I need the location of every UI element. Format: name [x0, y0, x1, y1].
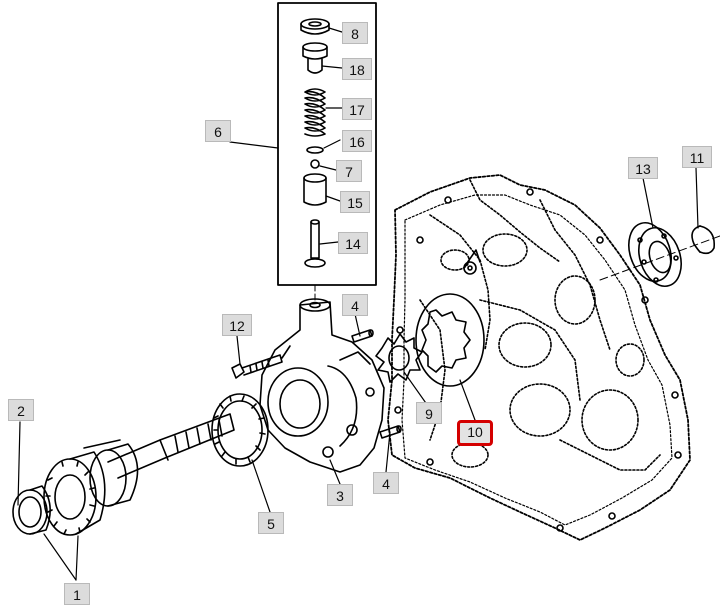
outer-rotor-10: [415, 293, 485, 387]
leader-lines: [17, 27, 699, 581]
transmission-housing: [387, 174, 691, 541]
dowel-pin-lower: [379, 425, 402, 439]
callout-14[interactable]: 14: [338, 232, 368, 254]
callout-18[interactable]: 18: [342, 58, 372, 80]
bushing-2: [12, 485, 51, 535]
valve-assembly-frame: [277, 2, 377, 286]
callout-9[interactable]: 9: [416, 402, 442, 424]
callout-16[interactable]: 16: [342, 130, 372, 152]
callout-1[interactable]: 1: [64, 583, 90, 605]
callout-11[interactable]: 11: [682, 146, 712, 168]
dowel-pin-upper: [351, 329, 374, 343]
callout-15[interactable]: 15: [340, 191, 370, 213]
inner-rotor-9: [375, 333, 423, 383]
snap-ring-11: [691, 225, 716, 255]
callout-5[interactable]: 5: [258, 512, 284, 534]
callout-13[interactable]: 13: [628, 157, 658, 179]
callout-10-selected[interactable]: 10: [457, 420, 493, 446]
callout-17[interactable]: 17: [342, 98, 372, 120]
pump-body-3: [259, 298, 385, 473]
bearing-13: [628, 222, 682, 287]
callout-4-lower[interactable]: 4: [373, 472, 399, 494]
callout-3[interactable]: 3: [327, 484, 353, 506]
ring-gear-5: [211, 393, 269, 467]
callout-8[interactable]: 8: [342, 22, 368, 44]
callout-4-upper[interactable]: 4: [342, 294, 368, 316]
shaft-gear-1: [43, 413, 235, 536]
callout-7[interactable]: 7: [336, 160, 362, 182]
callout-2[interactable]: 2: [8, 399, 34, 421]
bolt-12: [231, 354, 283, 379]
callout-6[interactable]: 6: [205, 120, 231, 142]
callout-12[interactable]: 12: [222, 314, 252, 336]
valve-stack: [300, 18, 330, 268]
